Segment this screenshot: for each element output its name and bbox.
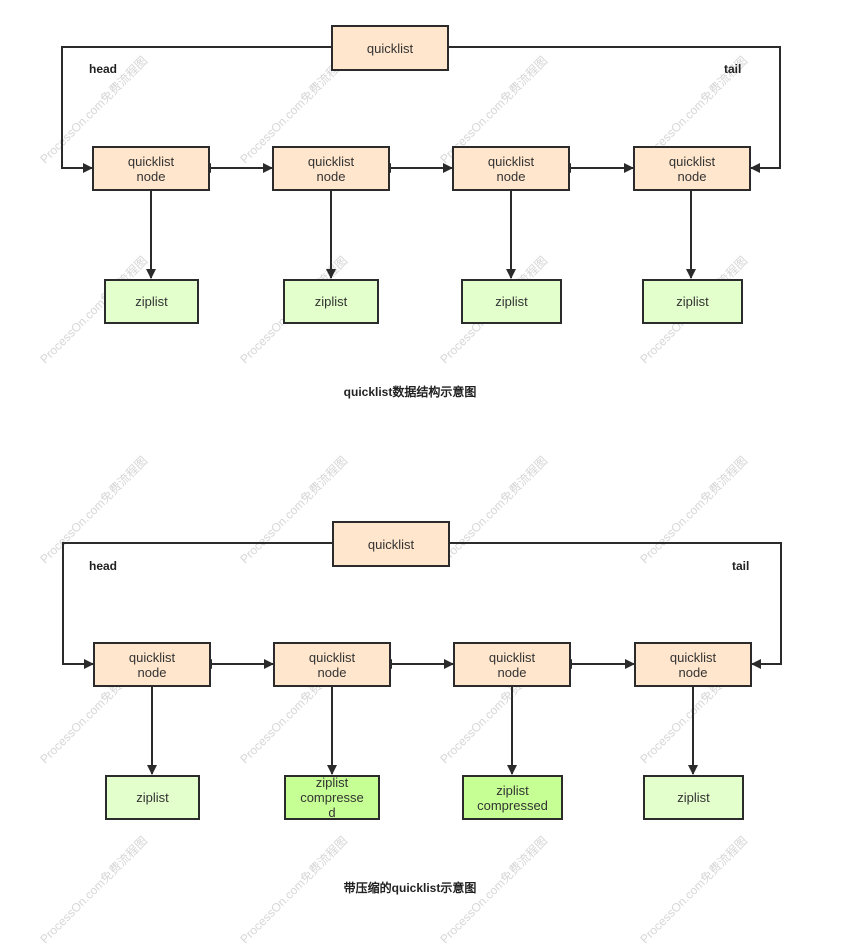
- head-connector: [61, 46, 331, 173]
- quicklist-header-box: quicklist: [332, 521, 450, 567]
- quicklist-node-box: quicklist node: [453, 642, 571, 687]
- quicklist-node-box: quicklist node: [93, 642, 211, 687]
- ziplist-compressed-box: ziplist compresse d: [284, 775, 380, 820]
- head-connector: [62, 542, 332, 669]
- quicklist-node-box: quicklist node: [634, 642, 752, 687]
- ziplist-box: ziplist: [461, 279, 562, 324]
- head-label: head: [89, 62, 118, 76]
- quicklist-node-box: quicklist node: [273, 642, 391, 687]
- quicklist-node-box: quicklist node: [633, 146, 751, 191]
- diagram-caption: quicklist数据结构示意图: [343, 385, 477, 399]
- ziplist-box: ziplist: [642, 279, 743, 324]
- ziplist-box: ziplist: [105, 775, 200, 820]
- head-label: head: [89, 559, 118, 573]
- quicklist-node-box: quicklist node: [272, 146, 390, 191]
- tail-label: tail: [732, 559, 750, 573]
- quicklist-header-box: quicklist: [331, 25, 449, 71]
- diagram-caption: 带压缩的quicklist示意图: [343, 881, 477, 895]
- ziplist-box: ziplist: [643, 775, 744, 820]
- ziplist-box: ziplist: [104, 279, 199, 324]
- ziplist-box: ziplist: [283, 279, 379, 324]
- quicklist-node-box: quicklist node: [452, 146, 570, 191]
- tail-label: tail: [724, 62, 742, 76]
- tail-connector: [450, 542, 782, 669]
- quicklist-node-box: quicklist node: [92, 146, 210, 191]
- tail-connector: [449, 46, 781, 173]
- ziplist-compressed-box: ziplist compressed: [462, 775, 563, 820]
